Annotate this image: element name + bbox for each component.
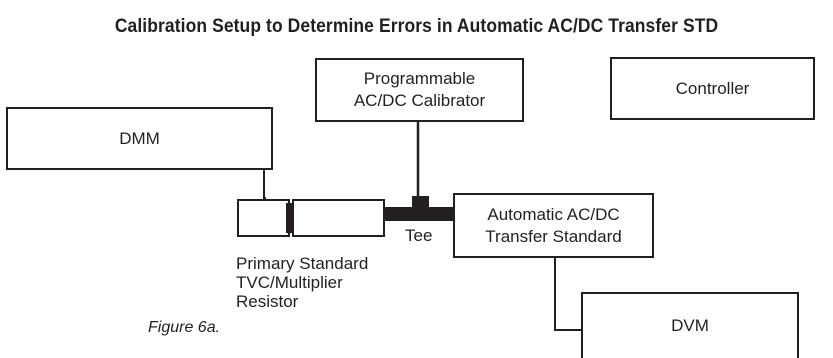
calibrator-block: Programmable AC/DC Calibrator [315, 58, 524, 122]
transfer-standard-block: Automatic AC/DC Transfer Standard [453, 193, 654, 258]
tee-stub [412, 196, 429, 212]
tee-connector [384, 207, 454, 221]
dmm-label: DMM [119, 128, 160, 148]
primary-standard-label: Primary Standard TVC/Multiplier Resistor [236, 254, 368, 311]
transfer-standard-label-line2: Transfer Standard [485, 226, 622, 246]
dvm-label: DVM [671, 316, 709, 335]
dvm-block: DVM [581, 292, 799, 358]
transfer-standard-label-line1: Automatic AC/DC [487, 204, 620, 224]
controller-block: Controller [610, 57, 815, 120]
transfer-to-dvm-wire [554, 256, 583, 331]
multiplier-resistor-element [292, 199, 385, 237]
figure-caption: Figure 6a. [148, 319, 221, 336]
calibrator-label-line1: Programmable [363, 69, 476, 88]
controller-label: Controller [675, 78, 750, 98]
tvc-element [237, 199, 290, 237]
dmm-block: DMM [6, 107, 273, 170]
tee-label: Tee [405, 226, 433, 245]
primary-standard-label-line1: Primary Standard [236, 254, 369, 273]
primary-standard-label-line3: Resistor [236, 292, 299, 311]
primary-standard-label-line2: TVC/Multiplier [236, 273, 343, 292]
diagram-title: Calibration Setup to Determine Errors in… [114, 16, 719, 37]
calibrator-label-line2: AC/DC Calibrator [353, 91, 486, 110]
standard-coupling [286, 203, 294, 233]
